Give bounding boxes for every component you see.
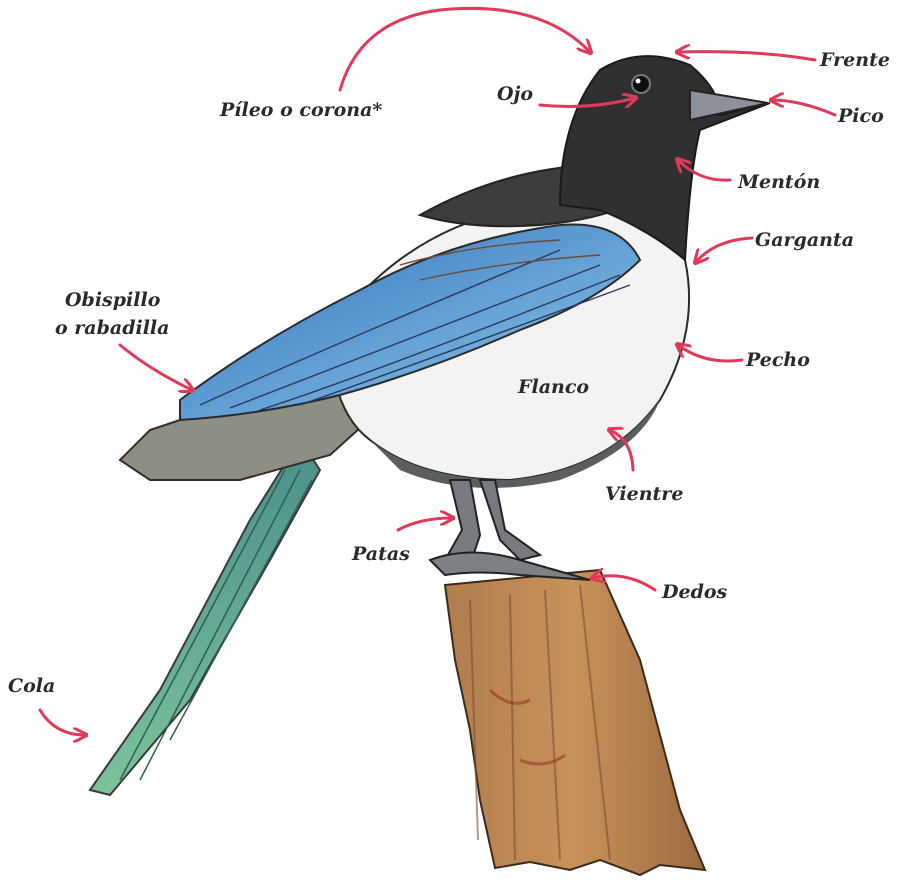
tree-stump xyxy=(445,570,705,875)
label-vientre: Vientre xyxy=(605,482,683,506)
label-dedos: Dedos xyxy=(662,580,727,604)
label-pileo: Píleo o corona* xyxy=(220,98,382,122)
label-menton: Mentón xyxy=(738,170,820,194)
label-obispillo-line2: o rabadilla xyxy=(55,316,169,340)
label-garganta: Garganta xyxy=(755,228,854,252)
label-flanco: Flanco xyxy=(518,375,589,399)
label-ojo: Ojo xyxy=(497,82,533,106)
label-frente: Frente xyxy=(820,48,890,72)
label-pico: Pico xyxy=(838,104,884,128)
toes xyxy=(430,553,590,581)
label-pecho: Pecho xyxy=(746,348,810,372)
label-cola: Cola xyxy=(8,674,55,698)
tail-feathers xyxy=(90,440,320,795)
label-patas: Patas xyxy=(352,542,410,566)
eye xyxy=(632,75,650,93)
label-obispillo-line1: Obispillo xyxy=(65,288,160,312)
